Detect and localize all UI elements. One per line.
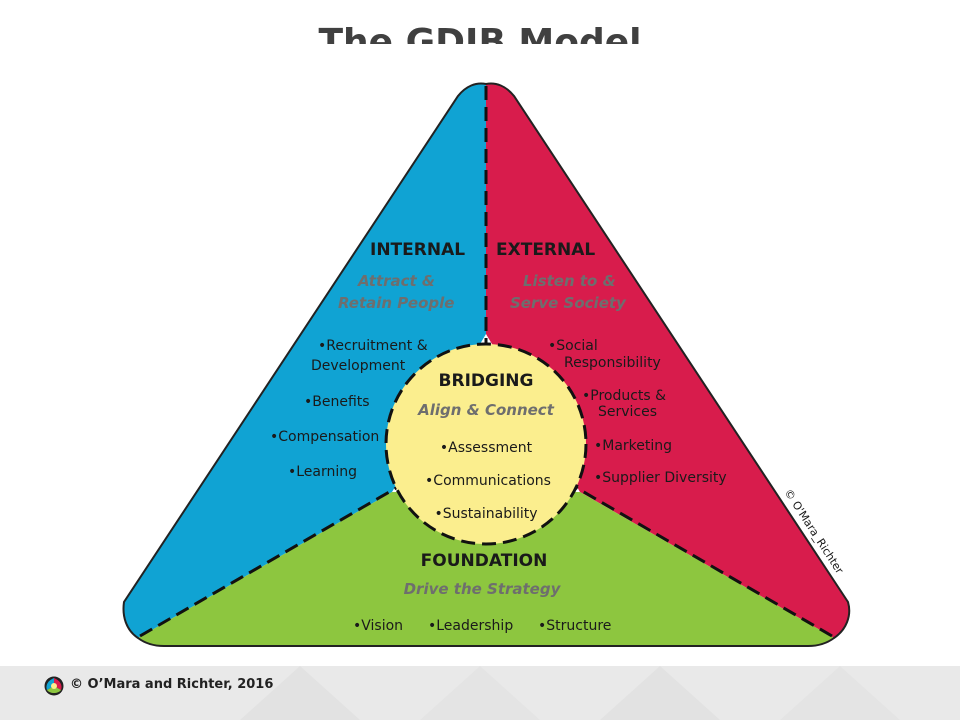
divider-external-foundation (569, 482, 833, 638)
external-item: •Marketing (594, 438, 672, 454)
foundation-item: •Vision (353, 618, 403, 634)
bridging-subtitle: Align & Connect (417, 401, 555, 419)
foundation-item: •Leadership (428, 618, 513, 634)
footer-copyright: © O’Mara and Richter, 2016 (70, 677, 274, 692)
internal-item: •Benefits (304, 394, 370, 410)
external-item: Responsibility (564, 355, 661, 371)
external-subtitle-line2: Serve Society (510, 294, 627, 312)
external-item: •Products & (582, 388, 666, 404)
internal-sector (123, 83, 486, 638)
external-item: •Supplier Diversity (594, 470, 727, 486)
internal-header: INTERNAL (370, 240, 465, 260)
foundation-header: FOUNDATION (421, 551, 548, 571)
bridging-item: •Assessment (440, 440, 533, 456)
external-subtitle-line1: Listen to & (523, 272, 616, 290)
bridging-item: •Communications (425, 473, 551, 489)
internal-item: •Recruitment & (318, 338, 428, 354)
bridging-circle (384, 342, 588, 546)
internal-subtitle-line2: Retain People (338, 294, 454, 312)
internal-subtitle-line1: Attract & (357, 272, 435, 290)
triangle-outline (122, 82, 851, 647)
divider-internal-foundation (139, 482, 404, 638)
internal-item: •Compensation (270, 429, 379, 445)
external-item: •Social (548, 338, 598, 354)
gdib-diagram: INTERNAL Attract & Retain People •Recrui… (122, 82, 851, 647)
gdib-logo-icon (44, 676, 64, 696)
foundation-item: •Structure (538, 618, 611, 634)
external-header: EXTERNAL (496, 240, 595, 260)
external-item: Services (598, 404, 657, 420)
diagram-frame: INTERNAL Attract & Retain People •Recrui… (118, 44, 858, 656)
bridging-item: •Sustainability (434, 506, 537, 522)
foundation-sector (138, 492, 834, 646)
external-sector (486, 83, 850, 638)
internal-item: Development (311, 358, 406, 374)
footer-bar: © O’Mara and Richter, 2016 (0, 666, 960, 720)
internal-item: •Learning (288, 464, 357, 480)
footer-pattern (240, 666, 900, 720)
foundation-subtitle: Drive the Strategy (404, 580, 562, 598)
bridging-header: BRIDGING (439, 371, 534, 391)
